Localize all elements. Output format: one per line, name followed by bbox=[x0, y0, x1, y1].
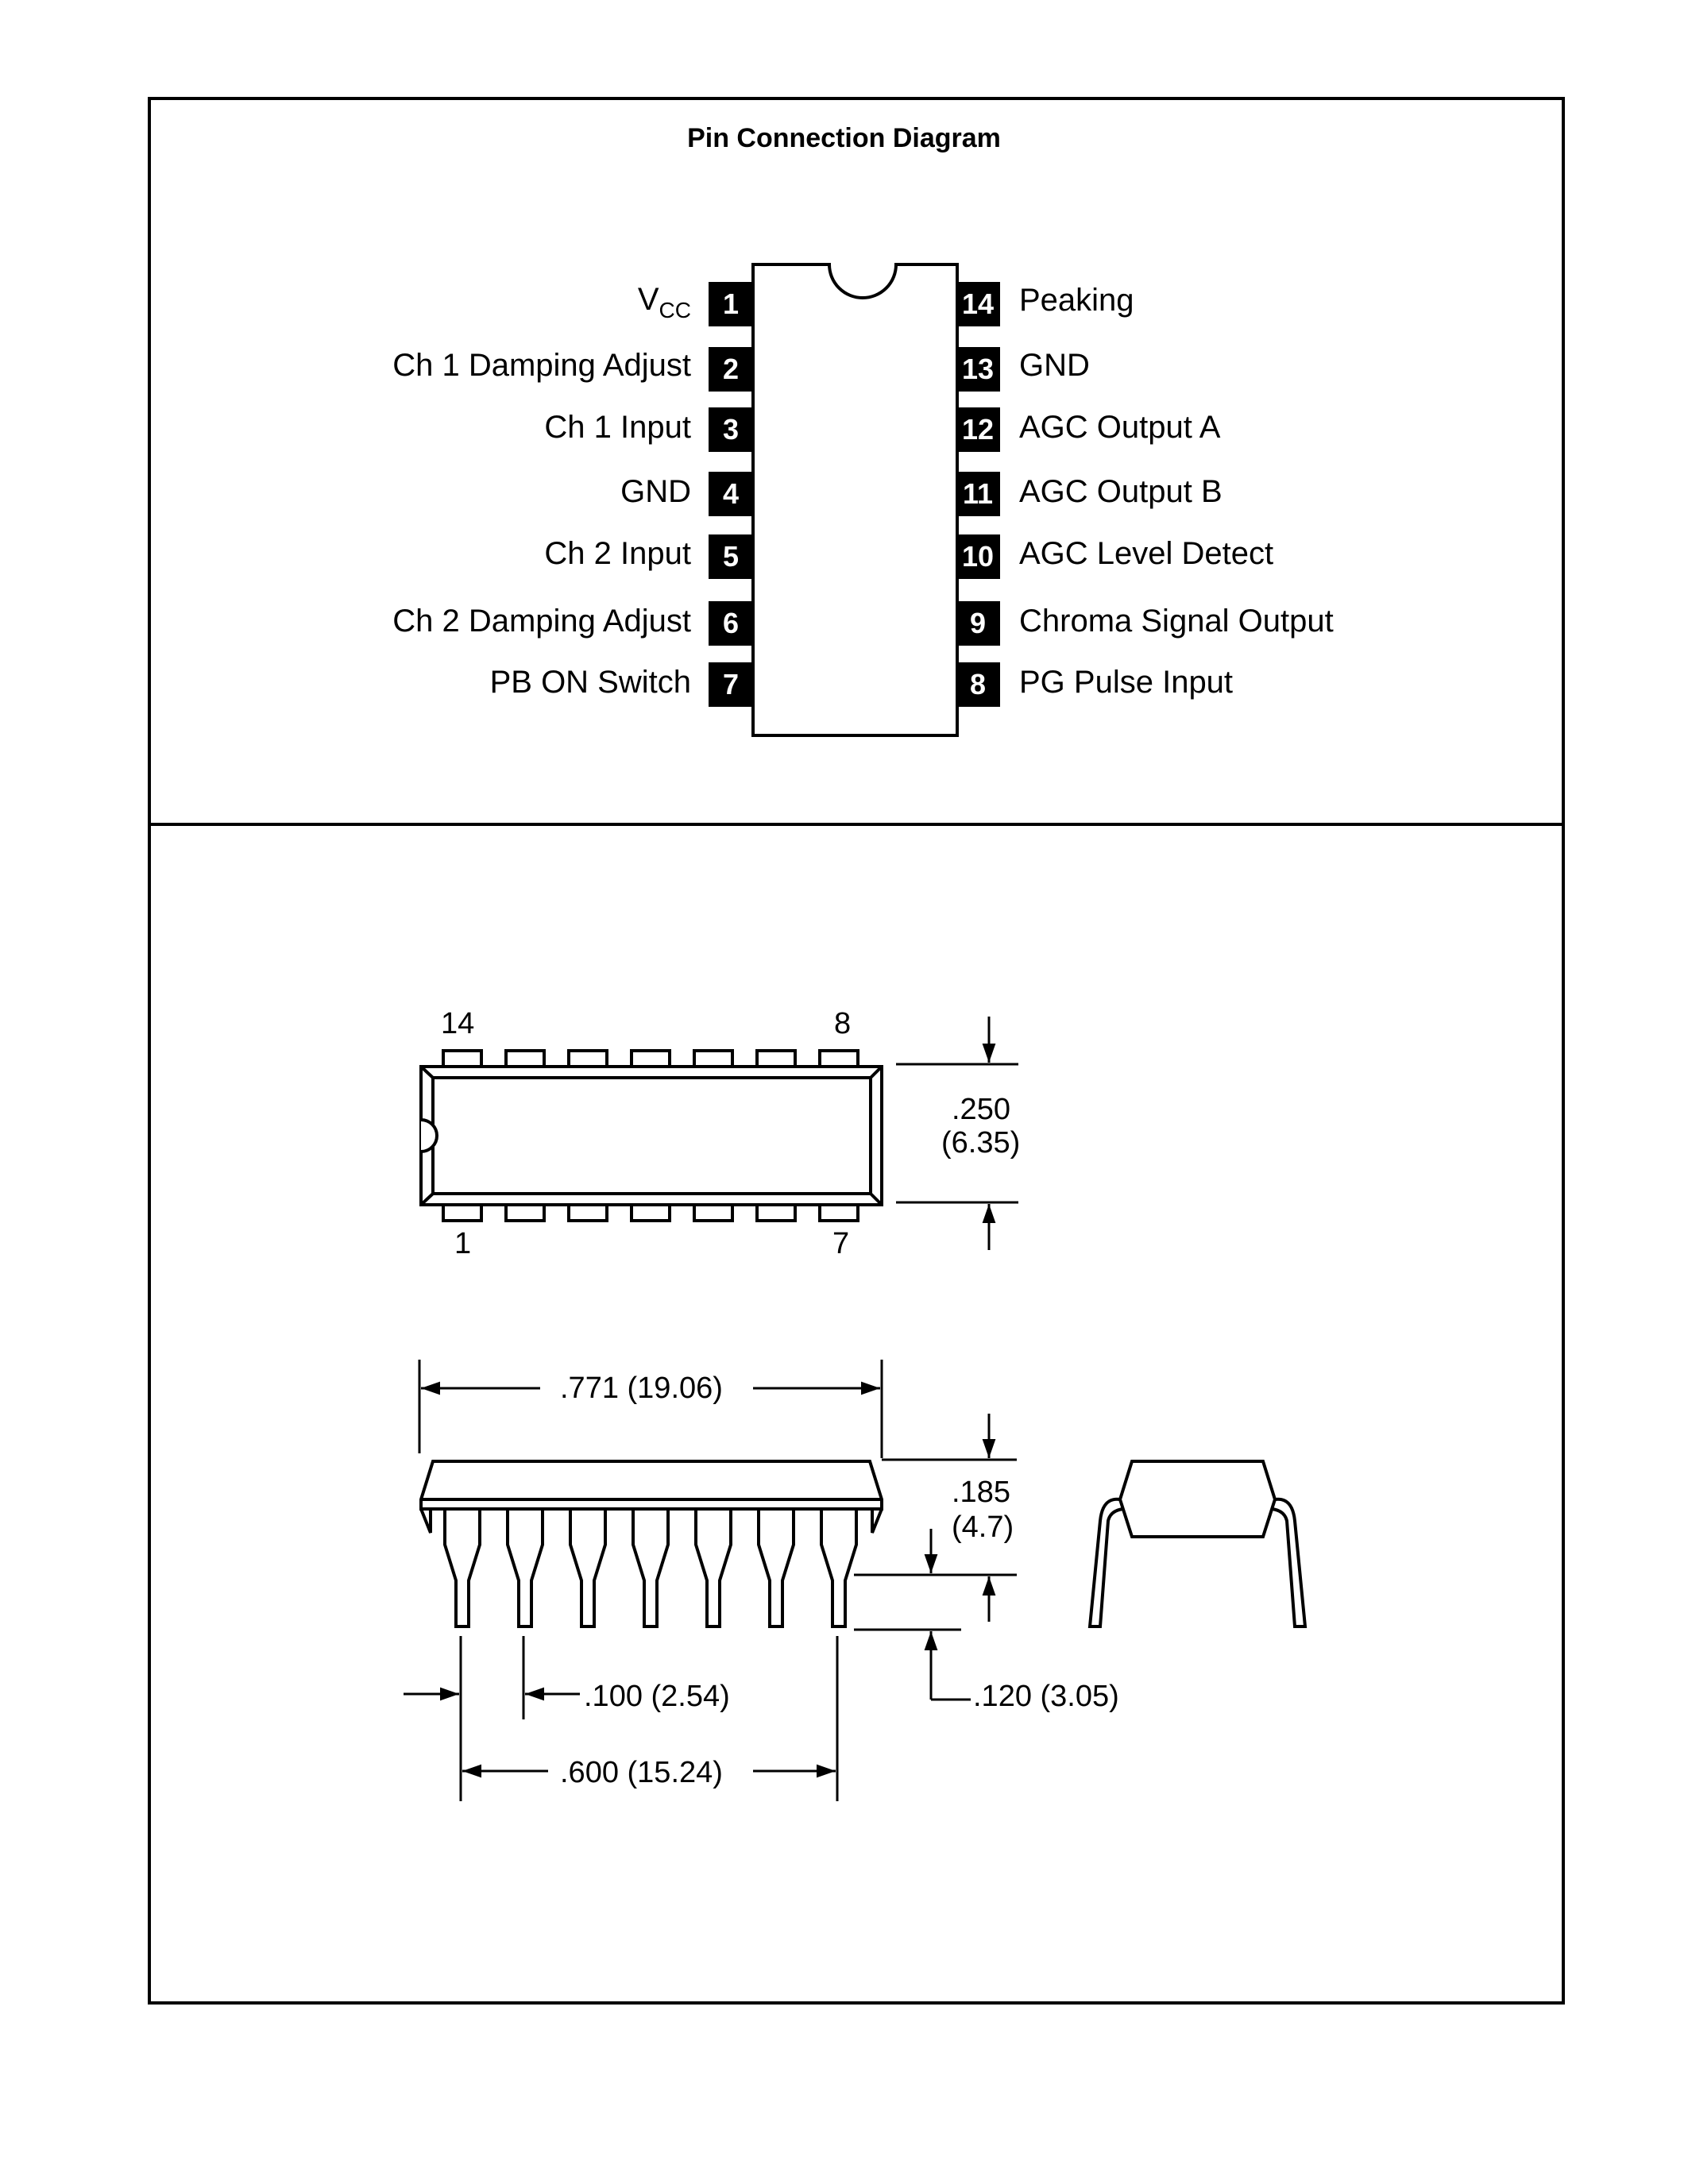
pin-8-label: PG Pulse Input bbox=[1019, 665, 1234, 700]
pin-7-label: PB ON Switch bbox=[489, 665, 691, 700]
package-top-view bbox=[419, 1049, 883, 1222]
pin-9-number: 9 bbox=[956, 601, 1000, 646]
length-dimension bbox=[418, 1360, 883, 1458]
top-view-pin-1-label: 1 bbox=[454, 1227, 472, 1260]
pin-4-label: GND bbox=[620, 474, 691, 509]
pin-12-label: AGC Output A bbox=[1019, 410, 1221, 445]
lead-length-text: .120 (3.05) bbox=[973, 1680, 1119, 1713]
top-view-pin-7-label: 7 bbox=[832, 1227, 850, 1260]
pin-11-label: AGC Output B bbox=[1019, 474, 1223, 509]
pin-9-label: Chroma Signal Output bbox=[1019, 604, 1334, 639]
row-spacing-text: .600 (15.24) bbox=[560, 1756, 723, 1789]
pin-3-label: Ch 1 Input bbox=[544, 410, 691, 445]
pin-2-label: Ch 1 Damping Adjust bbox=[392, 348, 691, 383]
pin-14-number: 14 bbox=[956, 282, 1000, 326]
pitch-text: .100 (2.54) bbox=[584, 1680, 730, 1713]
pin-6-label: Ch 2 Damping Adjust bbox=[392, 604, 691, 639]
pin-3-number: 3 bbox=[709, 407, 753, 452]
pin-11-number: 11 bbox=[956, 472, 1000, 516]
pitch-dimension bbox=[404, 1636, 580, 1801]
diagram-title: Pin Connection Diagram bbox=[687, 123, 1001, 153]
pin-4-number: 4 bbox=[709, 472, 753, 516]
top-view-pin-14-label: 14 bbox=[441, 1007, 475, 1040]
pin-10-number: 10 bbox=[956, 534, 1000, 579]
row-spacing-dimension bbox=[462, 1636, 839, 1801]
section-divider bbox=[148, 823, 1565, 826]
pin-1-label: VCC bbox=[637, 282, 691, 322]
pin-13-label: GND bbox=[1019, 348, 1090, 383]
width-inches-text: .250 bbox=[952, 1093, 1010, 1126]
width-dimension bbox=[896, 1017, 1018, 1250]
diagram-frame bbox=[148, 97, 1565, 2005]
height-inches-text: .185 bbox=[952, 1476, 1010, 1509]
pin-7-number: 7 bbox=[709, 662, 753, 707]
pin-12-number: 12 bbox=[956, 407, 1000, 452]
pin-2-number: 2 bbox=[709, 347, 753, 392]
pin-14-label: Peaking bbox=[1019, 283, 1134, 318]
width-mm-text: (6.35) bbox=[941, 1126, 1021, 1160]
pin-5-label: Ch 2 Input bbox=[544, 536, 691, 571]
pin-8-number: 8 bbox=[956, 662, 1000, 707]
lead-length-dimension bbox=[854, 1628, 971, 1701]
pin-6-number: 6 bbox=[709, 601, 753, 646]
package-end-view bbox=[1087, 1460, 1308, 1628]
pin-13-number: 13 bbox=[956, 347, 1000, 392]
package-side-view bbox=[419, 1460, 883, 1628]
pin-10-label: AGC Level Detect bbox=[1019, 536, 1274, 571]
pin-5-number: 5 bbox=[709, 534, 753, 579]
height-mm-text: (4.7) bbox=[952, 1511, 1014, 1544]
pin-1-number: 1 bbox=[709, 282, 753, 326]
dip-chip-body bbox=[751, 263, 959, 737]
top-view-pin-8-label: 8 bbox=[834, 1007, 852, 1040]
height-dimension bbox=[854, 1414, 1017, 1622]
length-text: .771 (19.06) bbox=[560, 1372, 723, 1405]
